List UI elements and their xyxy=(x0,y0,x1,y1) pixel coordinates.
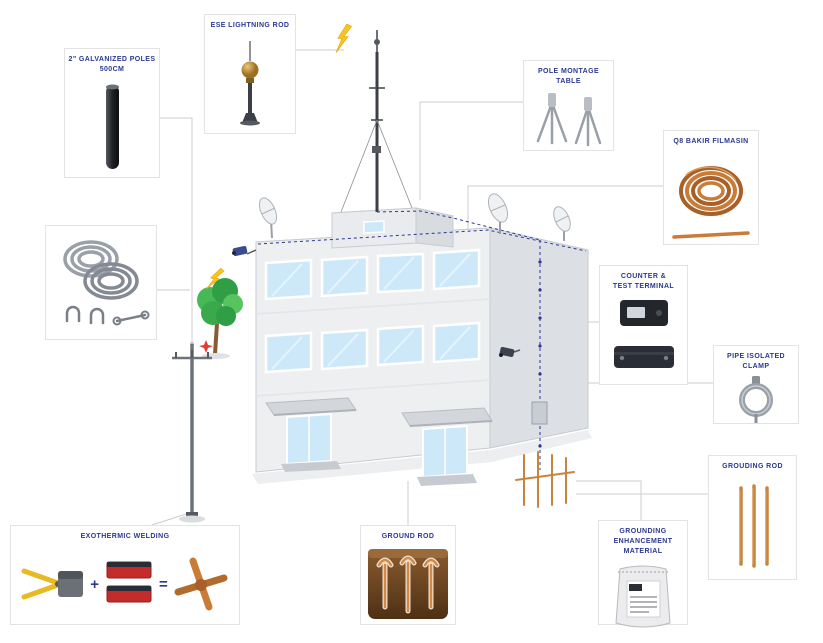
satellite-dish xyxy=(553,206,571,241)
component-box-ground-rod: GROUND ROD xyxy=(360,525,456,625)
ese-rod-icon xyxy=(205,33,295,133)
pole-mount-icon xyxy=(524,89,613,151)
component-box-pole-montage-table: POLE MONTAGE TABLE xyxy=(523,60,614,151)
window-glare xyxy=(271,253,471,370)
entrance-left xyxy=(265,397,357,472)
cctv-camera-icon xyxy=(499,347,521,357)
copper-coil-icon xyxy=(664,149,758,244)
cctv-camera-icon xyxy=(232,246,257,256)
component-label: GROUDING ROD xyxy=(722,463,783,470)
component-label: COUNTER & TEST TERMINAL xyxy=(612,273,675,291)
component-label: GROUND ROD xyxy=(381,533,435,540)
tree xyxy=(197,278,243,359)
component-box-q8-bakir-filmasin: Q8 BAKIR FILMASIN xyxy=(663,130,759,245)
galvanized-pole-icon xyxy=(65,77,159,177)
equals-sign: = xyxy=(159,575,168,593)
buried-rods-icon xyxy=(361,544,455,624)
pipe-clamp-icon xyxy=(714,374,798,426)
lightning-mast xyxy=(340,30,413,213)
conductor-clamps xyxy=(538,260,542,448)
utility-pole xyxy=(172,344,212,523)
earth-rods xyxy=(515,451,575,508)
component-box-grounding-rod-right: GROUDING ROD xyxy=(708,455,797,580)
down-conductor xyxy=(257,210,587,470)
penthouse xyxy=(331,207,454,249)
counter-terminal-icon xyxy=(600,294,687,384)
component-box-pipe-isolated-clamp: PIPE ISOLATED CLAMP xyxy=(713,345,799,424)
component-box-exothermic-welding: EXOTHERMIC WELDING + = xyxy=(10,525,240,625)
spark-burst-icon xyxy=(199,340,213,353)
component-label: POLE MONTAGE TABLE xyxy=(537,68,600,86)
component-box-ese-lightning-rod: ESE LIGHTNING ROD xyxy=(204,14,296,134)
test-terminal-on-wall xyxy=(531,401,548,425)
component-box-grounding-enhancement: GROUNDING ENHANCEMENT MATERIAL xyxy=(598,520,688,628)
component-label: ESE LIGHTNING ROD xyxy=(210,22,290,29)
material-bag-icon xyxy=(599,559,687,631)
plus-sign: + xyxy=(90,575,99,593)
flint-igniter-icon xyxy=(106,561,152,603)
copper-rods-icon xyxy=(709,474,796,579)
component-box-galvanized-poles: 2" GALVANIZED POLES 500CM xyxy=(64,48,160,178)
weld-mold-clamp-icon xyxy=(21,568,84,600)
component-label: PIPE ISOLATED CLAMP xyxy=(727,353,785,371)
component-label: Q8 BAKIR FILMASIN xyxy=(673,138,749,145)
component-label: 2" GALVANIZED POLES 500CM xyxy=(68,56,156,74)
component-box-counter-test-terminal: COUNTER & TEST TERMINAL xyxy=(599,265,688,385)
satellite-dish xyxy=(487,193,509,234)
component-label: EXOTHERMIC WELDING xyxy=(80,533,170,540)
welded-copper-joint-icon xyxy=(174,557,228,611)
entrance-right xyxy=(401,407,493,486)
component-label: GROUNDING ENHANCEMENT MATERIAL xyxy=(613,528,673,556)
component-box-steel-wire xyxy=(45,225,157,340)
satellite-dish xyxy=(258,197,278,239)
steel-wire-coil-icon xyxy=(46,226,156,339)
lightning-bolt-icon xyxy=(335,23,353,54)
